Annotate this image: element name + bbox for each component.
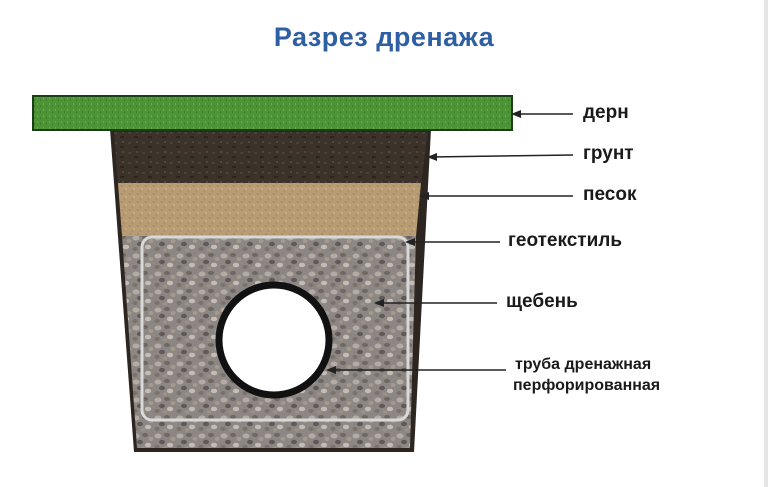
label-pipe-line1: труба дренажная [515, 356, 652, 373]
arrowhead-geotextile [405, 238, 415, 246]
turf-layer [32, 95, 513, 131]
label-grunt: грунт [583, 143, 634, 164]
label-pesok: песок [583, 184, 637, 205]
label-geotextile: геотекстиль [508, 230, 623, 251]
arrowhead-grunt [427, 153, 437, 161]
label-pipe-line2: перфорированная [513, 377, 661, 394]
soil-layer [114, 132, 428, 183]
right-edge-frame [764, 0, 768, 487]
diagram-title: Разрез дренажа [273, 22, 495, 52]
label-gravel: щебень [506, 291, 578, 312]
geotextile-wrap [140, 235, 410, 422]
drain-pipe [215, 281, 333, 399]
leader-grunt [429, 154, 574, 158]
arrowhead-pesok [419, 192, 429, 200]
arrowhead-gravel [374, 299, 384, 307]
sand-layer [118, 183, 421, 236]
arrowhead-pipe [326, 366, 336, 374]
arrowhead-dern [511, 110, 521, 118]
label-dern: дерн [583, 102, 629, 123]
leader-lines [326, 110, 574, 374]
